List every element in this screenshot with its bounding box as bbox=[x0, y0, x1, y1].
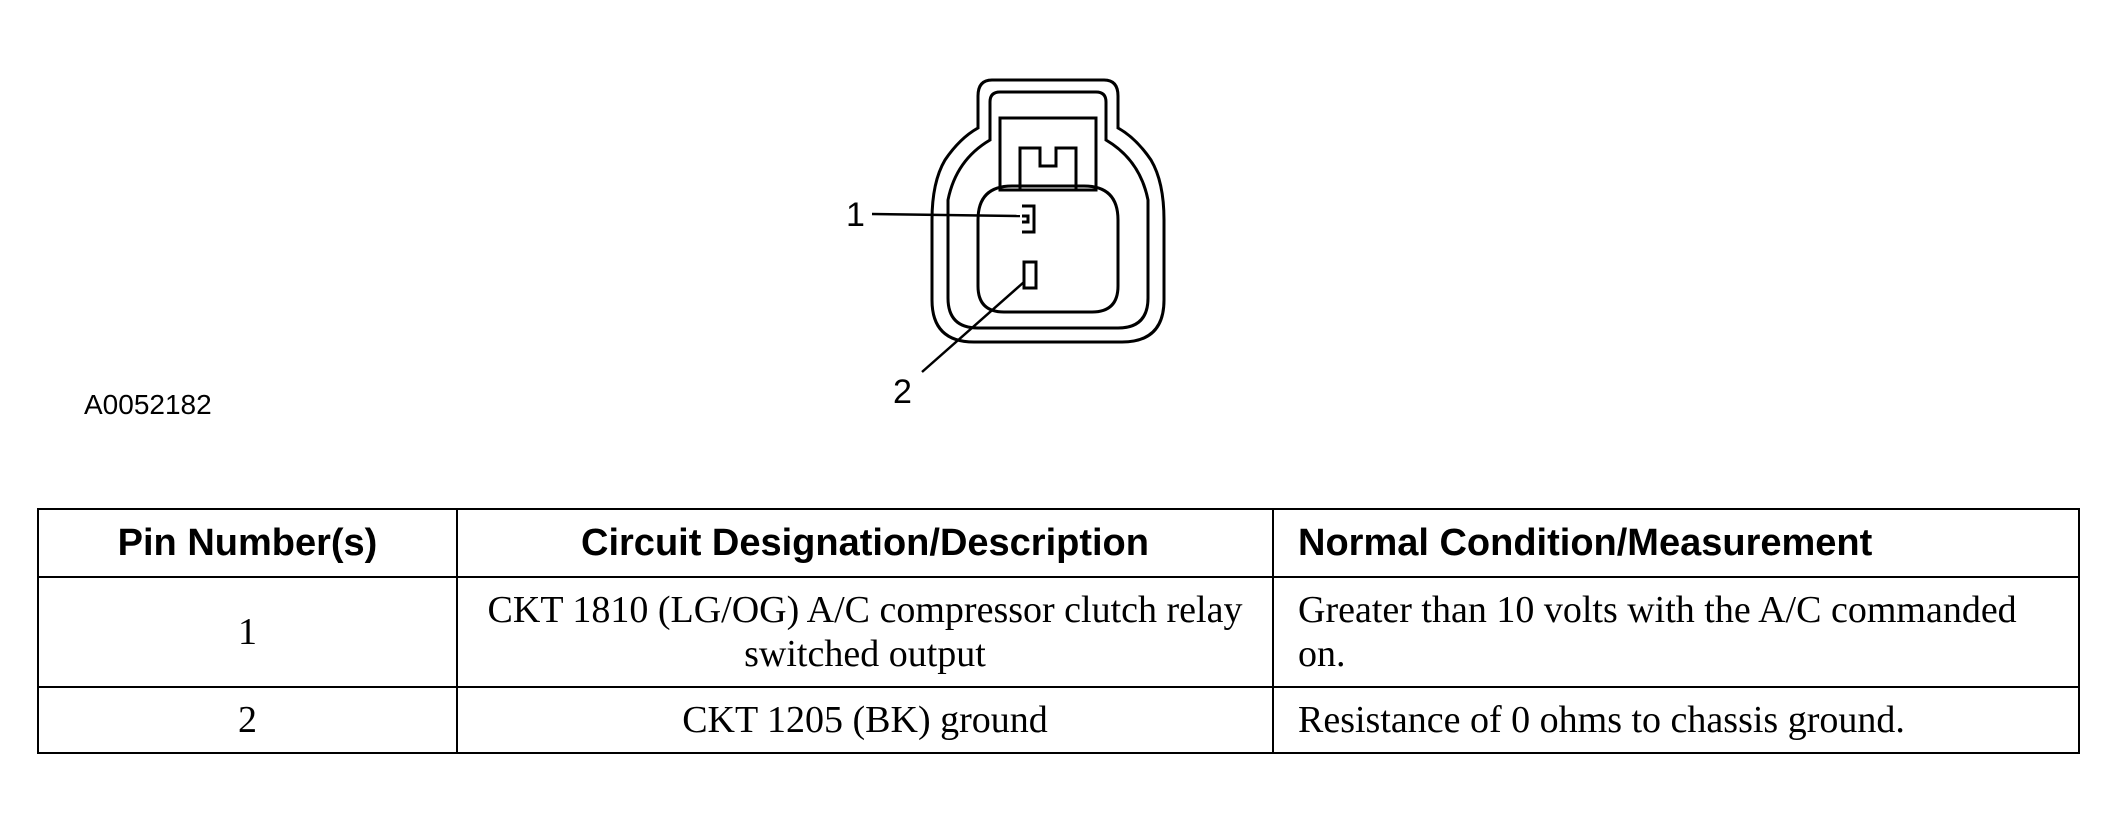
pin-number-cell: 1 bbox=[37, 576, 458, 688]
connector-inner-shell bbox=[946, 90, 1150, 330]
pin-1-leader bbox=[871, 212, 1021, 218]
header-condition: Normal Condition/Measurement bbox=[1272, 508, 2080, 578]
header-circuit: Circuit Designation/Description bbox=[456, 508, 1274, 578]
header-pin-number: Pin Number(s) bbox=[37, 508, 458, 578]
pin-2-leader bbox=[921, 281, 1025, 373]
figure-id: A0052182 bbox=[84, 389, 212, 420]
table-header-row: Pin Number(s) Circuit Designation/Descri… bbox=[37, 508, 2080, 578]
pin-label-1: 1 bbox=[846, 196, 865, 234]
locking-tab bbox=[1018, 146, 1078, 190]
condition-cell: Resistance of 0 ohms to chassis ground. bbox=[1272, 686, 2080, 754]
connector-diagram bbox=[871, 78, 1166, 373]
pin-cavity-body bbox=[976, 184, 1120, 314]
pinout-table: Pin Number(s) Circuit Designation/Descri… bbox=[37, 508, 2080, 754]
circuit-cell: CKT 1205 (BK) ground bbox=[456, 686, 1274, 754]
connector-figure: 1 2 A0052182 bbox=[84, 78, 1166, 420]
pin-2-terminal bbox=[1022, 260, 1038, 290]
pin-label-2: 2 bbox=[893, 373, 912, 411]
table-row: 2 CKT 1205 (BK) ground Resistance of 0 o… bbox=[37, 686, 2080, 754]
connector-outer-shell bbox=[930, 78, 1166, 344]
pin-1-terminal bbox=[1022, 204, 1036, 234]
table-row: 1 CKT 1810 (LG/OG) A/C compressor clutch… bbox=[37, 576, 2080, 688]
pin-number-cell: 2 bbox=[37, 686, 458, 754]
locking-tab-frame bbox=[998, 116, 1098, 192]
condition-cell: Greater than 10 volts with the A/C comma… bbox=[1272, 576, 2080, 688]
circuit-cell: CKT 1810 (LG/OG) A/C compressor clutch r… bbox=[456, 576, 1274, 688]
